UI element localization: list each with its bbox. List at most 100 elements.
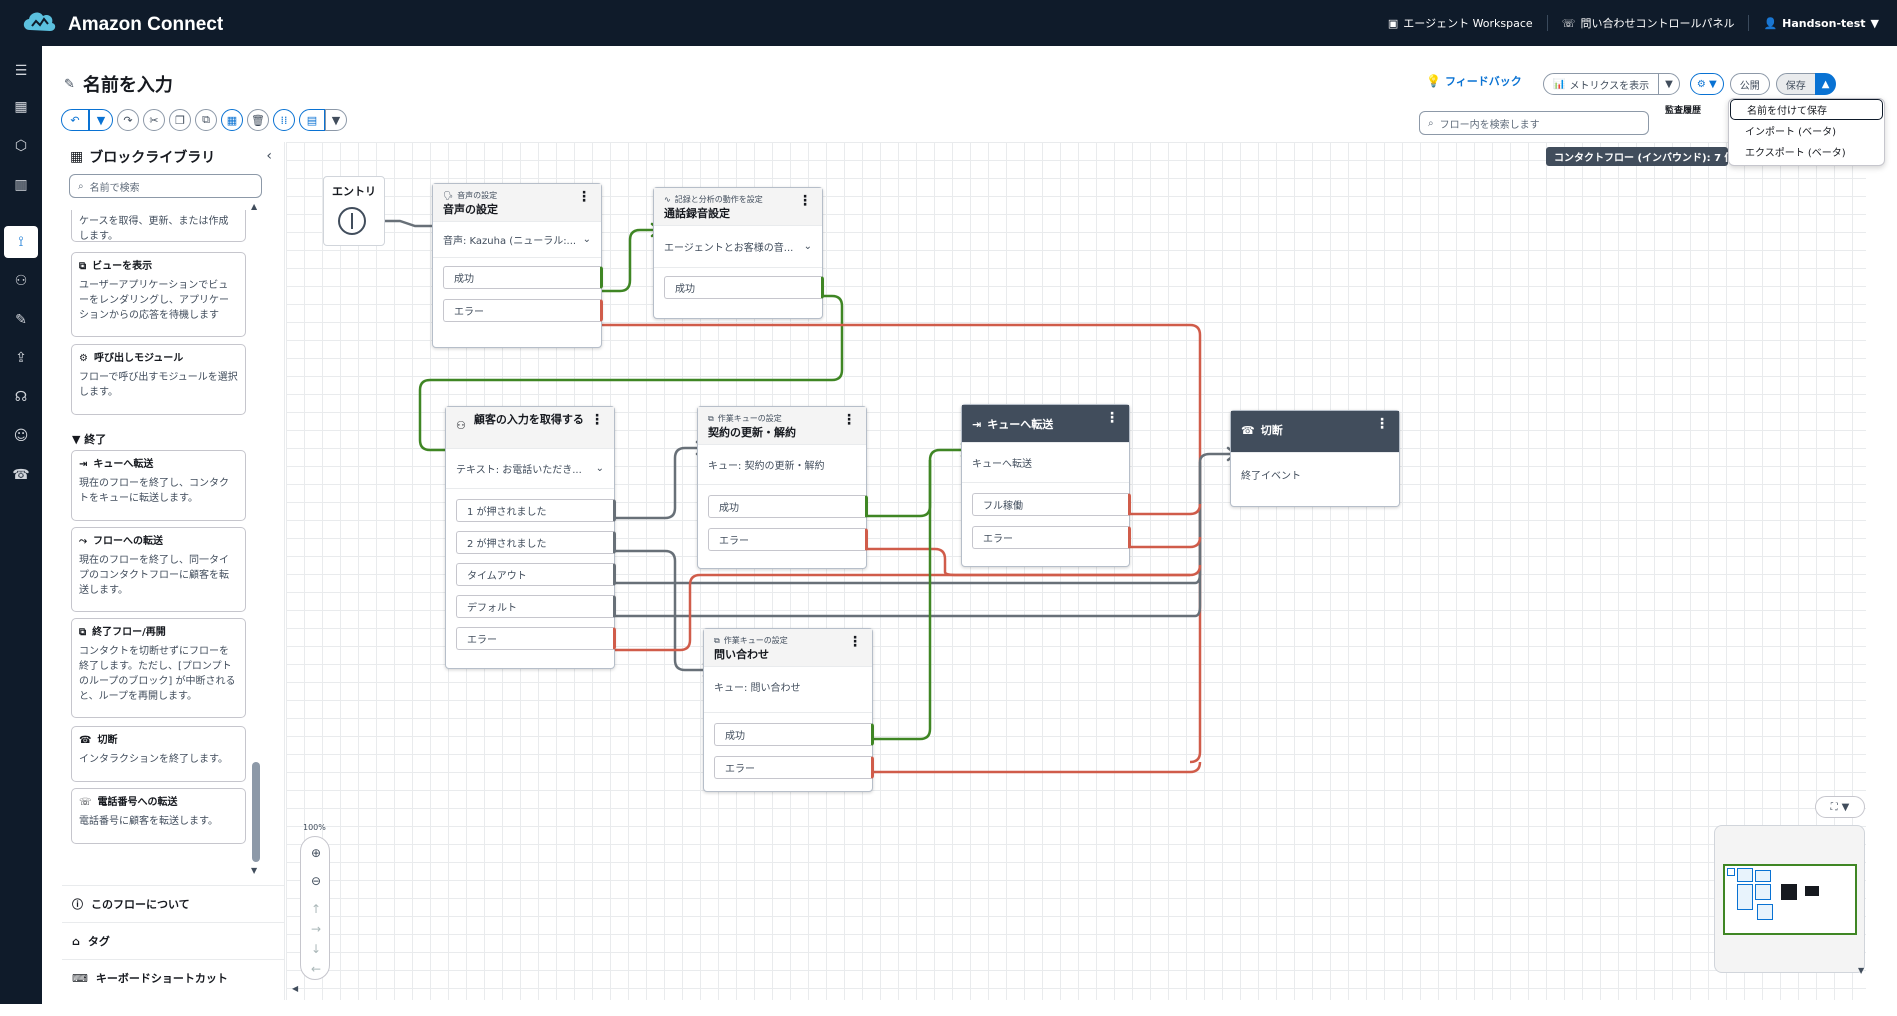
undo-button[interactable]: ↶: [61, 109, 89, 131]
redo-button[interactable]: ↷: [117, 109, 139, 131]
scrollbar-thumb[interactable]: [252, 762, 260, 862]
paste-button[interactable]: ⧉: [195, 109, 217, 131]
profile-icon[interactable]: ☺: [13, 428, 29, 444]
pan-left-icon[interactable]: ←: [310, 962, 322, 976]
library-card-transfer-queue[interactable]: ⇥キューへ転送 現在のフローを終了し、コンタクトをキューに転送します。: [71, 450, 246, 521]
library-card-invoke-module[interactable]: ⚙呼び出しモジュール フローで呼び出すモジュールを選択します。: [71, 344, 246, 415]
port-timeout[interactable]: タイムアウト: [456, 563, 616, 586]
flow-block-voice[interactable]: 🗣音声の設定 音声の設定 ⋮ 音声: Kazuha (ニューラル:...⌄ 成功…: [432, 183, 603, 348]
flow-block-set-queue-inquiry[interactable]: ⧉作業キューの設定 問い合わせ ⋮ キュー: 問い合わせ 成功 エラー: [703, 628, 874, 792]
scroll-down-icon[interactable]: ▼: [251, 866, 258, 875]
minimap[interactable]: [1714, 825, 1865, 973]
menu-item-export[interactable]: エクスポート (ベータ): [1745, 148, 1846, 159]
flow-block-set-queue-renewal[interactable]: ⧉作業キューの設定 契約の更新・解約 ⋮ キュー: 契約の更新・解約 成功 エラ…: [697, 406, 868, 569]
notes-button[interactable]: ▤: [299, 109, 325, 131]
cut-button[interactable]: ✂: [143, 109, 165, 131]
users-icon[interactable]: ⚇: [14, 273, 28, 289]
routing-icon[interactable]: ⟟: [4, 226, 38, 258]
flow-search-input[interactable]: ⌕ フロー内を検索します: [1419, 111, 1649, 135]
library-card-end-flow[interactable]: ⧉終了フロー/再開 コンタクトを切断せずにフローを終了します。ただし、[プロンプ…: [71, 618, 246, 718]
entry-block[interactable]: エントリ: [323, 176, 385, 246]
port-success[interactable]: 成功: [708, 495, 868, 518]
zoom-in-icon[interactable]: ⊕: [310, 846, 322, 860]
more-options-icon[interactable]: ⋮: [798, 193, 812, 209]
tags-link[interactable]: ⌂タグ: [62, 922, 285, 959]
port-success[interactable]: 成功: [714, 723, 874, 746]
analytics-icon[interactable]: ▥: [14, 177, 28, 193]
canvas-scroll-left-icon[interactable]: ◀: [292, 984, 299, 993]
scroll-up-icon[interactable]: ▲: [251, 202, 258, 211]
brand[interactable]: Amazon Connect: [20, 8, 223, 42]
minimap-viewport[interactable]: [1723, 864, 1857, 935]
agent-workspace-link[interactable]: ▣エージェント Workspace: [1388, 15, 1533, 31]
chevron-down-icon[interactable]: ⌄: [582, 234, 591, 245]
pan-down-icon[interactable]: ↓: [310, 942, 322, 956]
more-options-icon[interactable]: ⋮: [842, 412, 856, 428]
tasks-icon[interactable]: ⇪: [15, 350, 27, 366]
metrics-button[interactable]: 📊メトリクスを表示: [1543, 73, 1660, 95]
pan-right-icon[interactable]: →: [310, 922, 322, 936]
port-error[interactable]: エラー: [456, 627, 616, 650]
fit-view-button[interactable]: ⛶▼: [1815, 796, 1865, 818]
library-card-transfer-flow[interactable]: ⤳フローへの転送 現在のフローを終了し、同一タイプのコンタクトフローに顧客を転送…: [71, 527, 246, 612]
library-scrollbar[interactable]: ▲ ▼: [250, 202, 260, 876]
undo-dropdown-button[interactable]: ▼: [89, 109, 113, 131]
library-card-disconnect[interactable]: ☎切断 インタラクションを終了します。: [71, 726, 246, 782]
settings-button[interactable]: ⚙ ▼: [1689, 73, 1724, 95]
publish-button[interactable]: 公開: [1729, 73, 1770, 95]
headset-icon[interactable]: ☊: [14, 389, 28, 405]
more-options-icon[interactable]: ⋮: [577, 189, 591, 205]
more-options-icon[interactable]: ⋮: [590, 412, 604, 428]
metrics-dropdown[interactable]: ▼: [1658, 73, 1680, 95]
feedback-link[interactable]: 💡 フィードバック: [1426, 73, 1522, 89]
flow-block-get-input[interactable]: ⚇ 顧客の入力を取得する ⋮ テキスト: お電話いただき...⌄ 1 が押されま…: [445, 406, 616, 669]
phone-settings-icon[interactable]: ☎: [12, 467, 30, 483]
flow-block-recording[interactable]: ∿記録と分析の動作を設定 通話録音設定 ⋮ エージェントとお客様の音...⌄ 成…: [653, 187, 824, 319]
arrange-button[interactable]: ⁞⁞: [273, 109, 295, 131]
port-error[interactable]: エラー: [972, 526, 1131, 549]
section-end[interactable]: ▼ 終了: [72, 431, 106, 447]
flow-block-transfer-queue[interactable]: ⇥キューへ転送 ⋮ キューへ転送 フル稼働 エラー: [961, 404, 1131, 567]
port-press-2[interactable]: 2 が押されました: [456, 531, 616, 554]
port-success[interactable]: 成功: [664, 276, 824, 299]
notes-dropdown-button[interactable]: ▼: [325, 109, 347, 131]
port-at-capacity[interactable]: フル稼働: [972, 493, 1131, 516]
zoom-out-icon[interactable]: ⊖: [310, 874, 322, 888]
more-options-icon[interactable]: ⋮: [1105, 410, 1119, 426]
collapse-panel-icon[interactable]: ‹: [266, 148, 272, 164]
canvas-scroll-down-icon[interactable]: ▼: [1858, 966, 1865, 975]
library-search-input[interactable]: ⌕ 名前で検索: [69, 174, 262, 198]
chevron-down-icon[interactable]: ⌄: [595, 463, 604, 474]
menu-item-save-as[interactable]: 名前を付けて保存: [1730, 99, 1883, 120]
select-all-button[interactable]: ▦: [221, 109, 243, 131]
channels-icon[interactable]: ✎: [15, 312, 27, 328]
entry-point-icon[interactable]: [338, 207, 366, 235]
dashboard-icon[interactable]: ▦: [14, 99, 28, 115]
library-card-show-view[interactable]: ⧉ビューを表示 ユーザーアプリケーションでビューをレンダリングし、アプリケーショ…: [71, 252, 246, 337]
keyboard-shortcuts-link[interactable]: ⌨キーボードショートカット: [62, 959, 285, 996]
save-button[interactable]: 保存: [1775, 73, 1816, 95]
ccp-link[interactable]: ☏問い合わせコントロールパネル: [1562, 15, 1735, 31]
port-press-1[interactable]: 1 が押されました: [456, 499, 616, 522]
port-default[interactable]: デフォルト: [456, 595, 616, 618]
flow-name-field[interactable]: ✎ 名前を入力: [64, 71, 173, 97]
port-error[interactable]: エラー: [714, 756, 874, 779]
user-menu[interactable]: 👤Handson-test▼: [1763, 17, 1879, 30]
shield-icon[interactable]: ⬡: [14, 138, 28, 154]
menu-icon[interactable]: ☰: [14, 63, 28, 79]
more-options-icon[interactable]: ⋮: [1375, 416, 1389, 432]
more-options-icon[interactable]: ⋮: [848, 634, 862, 650]
pan-up-icon[interactable]: ↑: [310, 902, 322, 916]
delete-button[interactable]: 🗑: [247, 109, 269, 131]
library-card[interactable]: ケースを取得、更新、または作成します。: [71, 210, 246, 242]
port-error[interactable]: エラー: [443, 299, 603, 322]
audit-history-link[interactable]: 監査履歴: [1665, 106, 1702, 116]
menu-item-import[interactable]: インポート (ベータ): [1745, 127, 1836, 138]
library-card-transfer-phone[interactable]: ☏電話番号への転送 電話番号に顧客を転送します。: [71, 788, 246, 844]
save-options-button[interactable]: ▲: [1814, 73, 1837, 95]
copy-button[interactable]: ❐: [169, 109, 191, 131]
port-success[interactable]: 成功: [443, 266, 603, 289]
flow-block-disconnect[interactable]: ☎切断 ⋮ 終了イベント: [1230, 410, 1400, 507]
chevron-down-icon[interactable]: ⌄: [803, 241, 812, 252]
